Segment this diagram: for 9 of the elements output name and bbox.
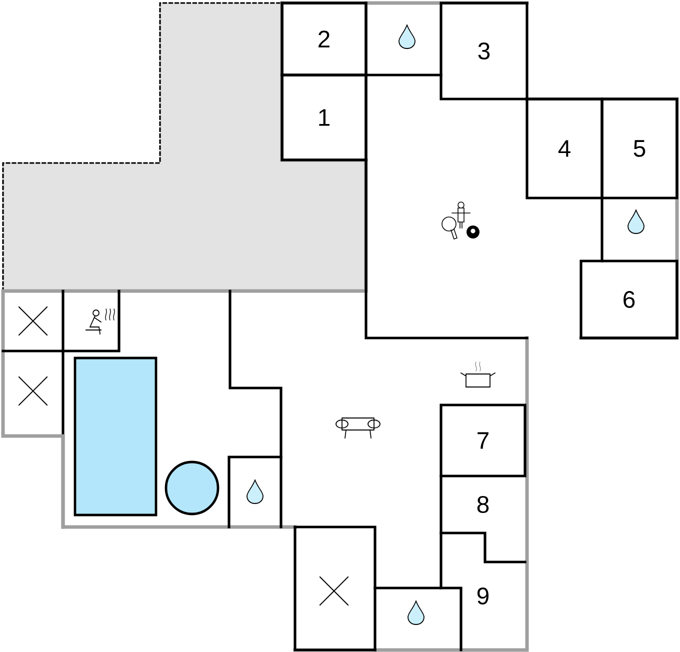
room-label: 9 — [477, 588, 488, 604]
room-box: 4 — [526, 98, 604, 200]
room-box: 7 — [440, 404, 526, 478]
room-box: 6 — [580, 260, 678, 340]
room-box: 5 — [600, 98, 678, 200]
room-box: 3 — [440, 2, 528, 100]
room-box: 1 — [280, 74, 368, 162]
room-box: 2 — [280, 2, 368, 76]
room-label: 8 — [477, 496, 489, 513]
